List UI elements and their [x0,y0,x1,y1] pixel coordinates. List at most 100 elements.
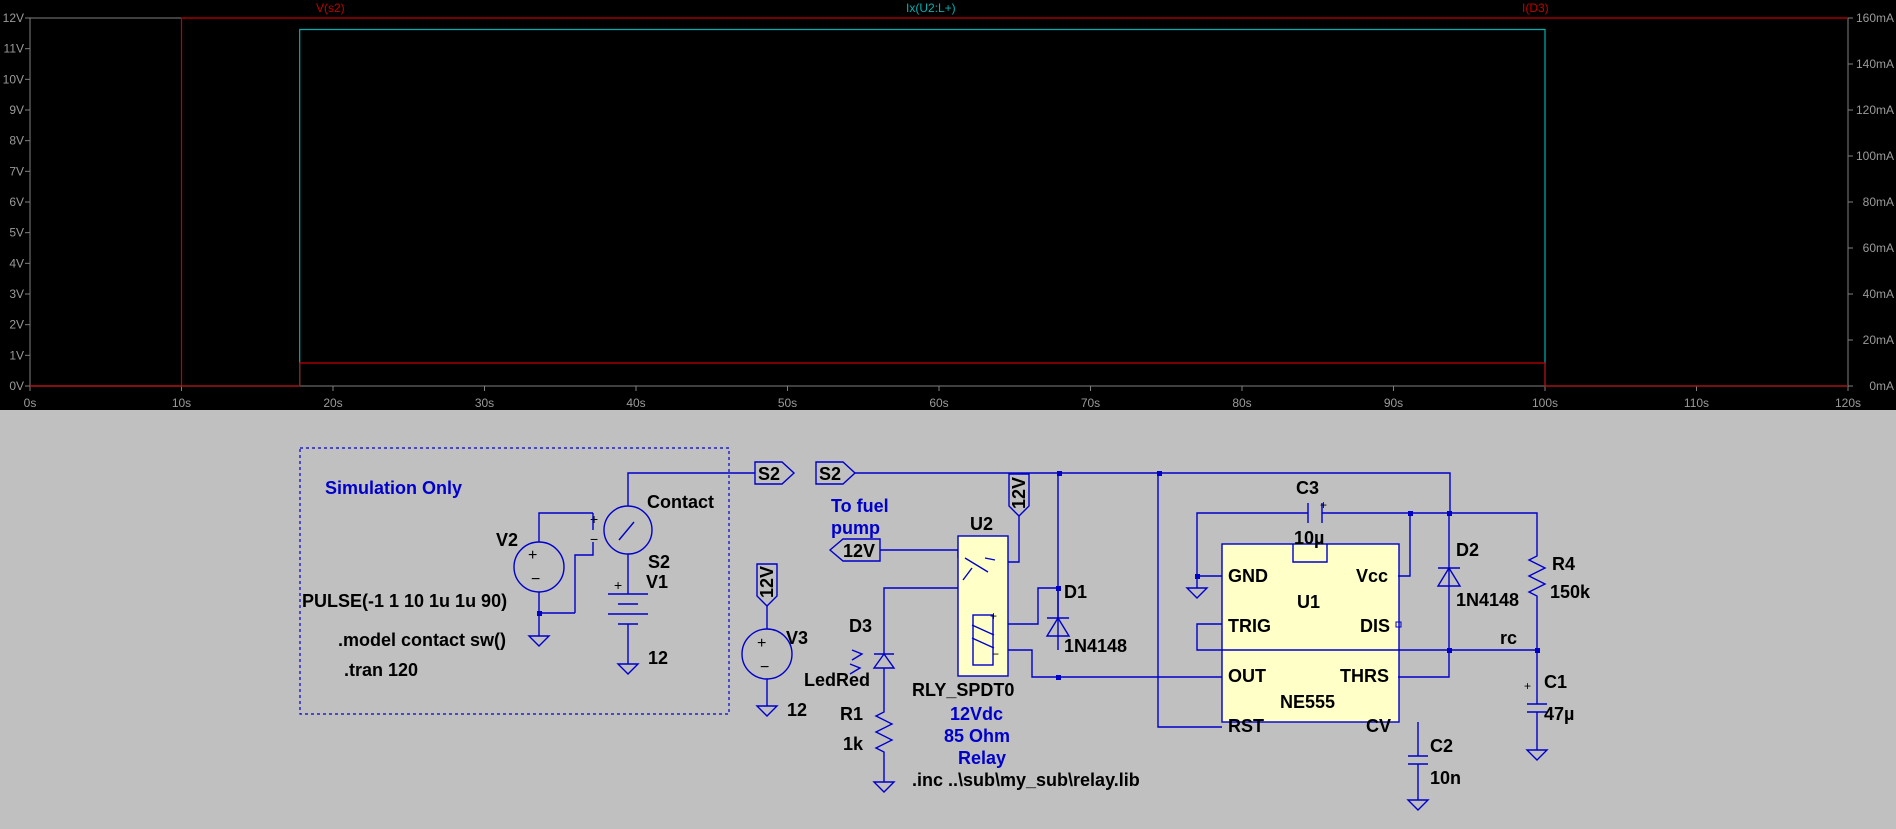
x-axis-tick-label: 120s [1835,396,1861,410]
u1-label: U1 [1297,592,1320,612]
r1-value[interactable]: 1k [843,734,864,754]
relay-u2-body[interactable] [957,535,1009,677]
u1-part-label[interactable]: NE555 [1280,692,1335,712]
right-axis-tick-label: 160mA [1856,11,1894,25]
plot-frame [29,17,1849,387]
resistor-r1-symbol[interactable] [872,700,896,793]
battery-v1-symbol[interactable] [608,588,648,675]
left-axis-tick-label: 12V [3,11,24,25]
d2-value[interactable]: 1N4148 [1456,590,1519,610]
net-label-12v-v3-shape[interactable] [756,563,778,607]
switch-wires [574,472,755,613]
net-label-12v-top[interactable]: 12V [1009,477,1029,509]
u2-part-label[interactable]: RLY_SPDT0 [912,680,1014,700]
dis-pin-open-node [1395,621,1402,628]
minus-icon: − [531,571,540,588]
ground-icon [527,613,551,647]
x-axis-tick-label: 100s [1532,396,1558,410]
capacitor-c3-symbol[interactable] [1307,503,1323,523]
left-axis-tick-label: 2V [9,318,24,332]
simulation-box [299,447,730,715]
x-axis-tick-label: 110s [1684,396,1709,410]
net-label-s2-left-shape[interactable] [754,461,796,485]
r4-label: R4 [1552,554,1575,574]
r1-label: R1 [840,704,863,724]
relay-coil-winding-icon [971,624,995,649]
left-axis-tick-label: 6V [9,195,24,209]
c3-value[interactable]: 10µ [1294,528,1324,548]
plus-icon: + [614,577,622,593]
ne555-notch [1292,544,1328,563]
diode-d2-symbol[interactable] [1436,566,1462,587]
led-d3-symbol[interactable] [872,640,896,700]
spice-model-directive[interactable]: .model contact sw() [338,630,506,650]
net-label-s2-right[interactable]: S2 [819,464,841,484]
v3-value[interactable]: 12 [787,700,807,720]
net-label-s2-left[interactable]: S2 [758,464,780,484]
v1-value[interactable]: 12 [648,648,668,668]
relay-coil-icon [972,614,994,666]
schematic-pane[interactable]: Simulation Only + − V2 PULSE(-1 1 10 1u … [0,410,1896,824]
capacitor-c2-symbol[interactable] [1406,722,1430,811]
c1-value[interactable]: 47µ [1544,704,1574,724]
net-label-s2-right-shape[interactable] [815,461,857,485]
capacitor-c1-symbol[interactable] [1525,650,1549,761]
pin-rst: RST [1228,716,1264,736]
relay-wires [883,473,1225,678]
r4-value[interactable]: 150k [1550,582,1591,602]
junction-node [1408,511,1413,516]
junction-node [1057,471,1062,476]
plus-icon: + [990,609,997,623]
include-directive[interactable]: .inc ..\sub\my_sub\relay.lib [912,770,1140,790]
c2-value[interactable]: 10n [1430,768,1461,788]
fuel-wire [880,549,959,558]
d1-label: D1 [1064,582,1087,602]
spice-tran-directive[interactable]: .tran 120 [344,660,418,680]
trace-label-i-d3[interactable]: I(D3) [1522,1,1549,15]
ne555-u1-body[interactable] [1221,543,1400,723]
relay-desc-3: Relay [958,748,1006,768]
relay-desc-1: 12Vdc [950,704,1003,724]
net-label-12v-top-shape[interactable] [1008,473,1030,517]
right-axis-tick-label: 100mA [1856,149,1894,163]
trace-group [30,17,1848,387]
plus-icon: + [528,547,537,564]
left-axis-tick-label: 3V [9,287,24,301]
net-label-12v-v3[interactable]: 12V [757,566,777,598]
left-axis-tick-label: 11V [4,42,24,56]
v3-wires [755,606,779,717]
minus-icon: − [590,531,598,547]
pin-cv: CV [1366,716,1391,736]
schematic-canvas[interactable]: Simulation Only + − V2 PULSE(-1 1 10 1u … [0,410,1896,824]
x-axis-tick-label: 80s [1232,396,1251,410]
simulation-only-label: Simulation Only [325,478,462,498]
trace-ix-u2-l [30,28,1848,387]
rc-net-label[interactable]: rc [1500,628,1517,648]
v2-pulse-value[interactable]: PULSE(-1 1 10 1u 1u 90) [302,591,507,611]
left-axis-tick-label: 4V [9,256,24,270]
s2-wire [855,472,1451,512]
c3-label: C3 [1296,478,1319,498]
trace-label-v-s2[interactable]: V(s2) [316,1,345,15]
left-axis-tick-label: 0V [9,379,24,393]
diode-d1-symbol[interactable] [1045,588,1071,637]
relay-desc-2: 85 Ohm [944,726,1010,746]
left-axis-tick-label: 8V [9,134,24,148]
d3-label: D3 [849,616,872,636]
d2-label: D2 [1456,540,1479,560]
right-axis-tick-label: 60mA [1863,241,1894,255]
plus-icon: + [590,511,598,527]
resistor-r4-symbol[interactable] [1527,550,1547,650]
ground-icon [1185,576,1209,599]
d3-value[interactable]: LedRed [804,670,870,690]
x-axis-tick-label: 40s [626,396,645,410]
trace-label-ix-u2[interactable]: Ix(U2:L+) [906,1,956,15]
x-axis-tick-label: 60s [929,396,948,410]
x-axis-tick-label: 70s [1081,396,1100,410]
d1-value[interactable]: 1N4148 [1064,636,1127,656]
net-label-12v-left[interactable]: 12V [843,541,875,561]
